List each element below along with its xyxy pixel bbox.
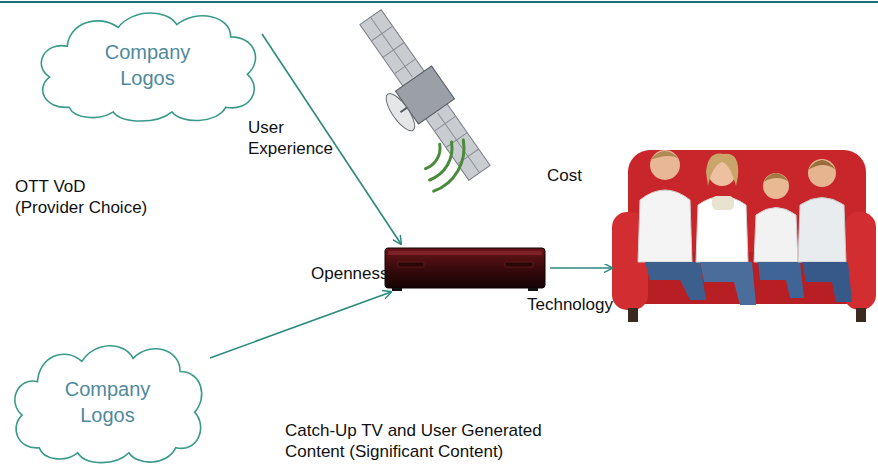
box-highlight	[388, 251, 542, 255]
person-hair	[763, 173, 789, 182]
box-foot	[528, 288, 538, 291]
box-body	[385, 248, 545, 288]
satellite-icon	[339, 5, 497, 195]
person-head	[763, 173, 789, 199]
cloud-node: Company Logos	[30, 4, 265, 126]
family-on-sofa	[612, 150, 876, 322]
set-top-box	[385, 248, 545, 291]
cloud-node: Company Logos	[5, 336, 210, 468]
box-badge	[505, 262, 533, 267]
cloud-shape	[15, 346, 202, 463]
top-rule	[0, 1, 878, 3]
popcorn-bowl	[712, 196, 734, 210]
person-hair	[706, 153, 738, 186]
annotation-label: Catch-Up TV and User Generated Content (…	[285, 420, 630, 463]
person-body	[798, 198, 846, 263]
annotation-label: User Experience	[248, 117, 343, 160]
person-legs	[700, 262, 756, 305]
person-legs	[802, 262, 852, 302]
person-body	[638, 190, 692, 262]
box-display	[398, 262, 424, 267]
signal-arc	[426, 144, 441, 169]
cloud-shape	[41, 13, 255, 121]
person-hair	[808, 160, 836, 170]
box-foot	[392, 288, 402, 291]
signal-arc	[434, 140, 464, 191]
person-hair	[650, 151, 680, 160]
arrow-line	[262, 34, 401, 244]
node-title: Company Logos	[93, 39, 203, 91]
signal-arc	[430, 142, 452, 180]
annotation-label: Openness	[311, 263, 389, 284]
cloud-outline	[30, 4, 265, 126]
sofa-leg	[628, 308, 638, 322]
dish-mount	[400, 108, 407, 113]
solar-panel	[360, 10, 490, 181]
annotation-label: Technology	[527, 294, 613, 315]
person-body	[754, 208, 798, 263]
annotation-label: Cost	[547, 165, 582, 186]
person-head	[808, 159, 836, 187]
person-body	[696, 197, 748, 263]
signal-waves	[426, 140, 464, 191]
sofa-back	[628, 150, 866, 262]
panel-grid	[360, 10, 490, 181]
person-head	[650, 150, 680, 180]
arrow-line	[550, 267, 612, 269]
person-legs	[645, 262, 706, 300]
person-legs	[758, 262, 804, 298]
node-title: Company Logos	[53, 376, 163, 428]
cloud-outline	[5, 336, 210, 468]
arrow-line	[210, 292, 391, 358]
satellite-dish	[381, 90, 419, 135]
annotation-label: OTT VoD (Provider Choice)	[15, 176, 165, 219]
sofa-leg	[856, 308, 866, 322]
